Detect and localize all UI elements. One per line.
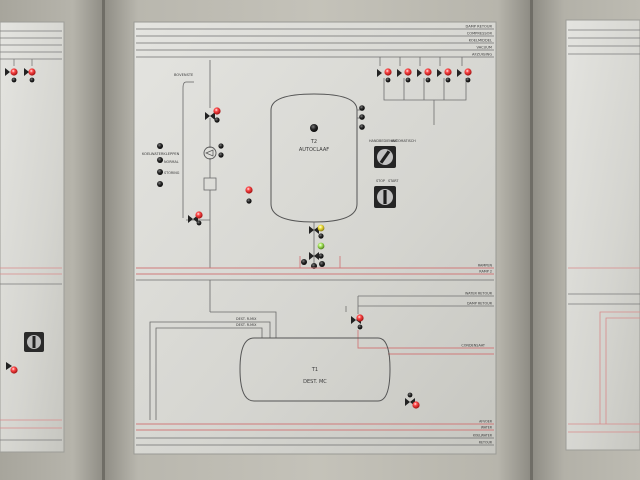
- header-line-label: COMPRESSOR: [467, 32, 493, 36]
- line-label: RAMPEN: [478, 264, 493, 268]
- left-mimic-panel: [0, 21, 65, 453]
- valve-symbol-icon: [309, 226, 319, 234]
- line-label: RAMP 2: [479, 270, 492, 274]
- black-push-button[interactable]: [157, 181, 163, 187]
- red-indicator-lamp: [444, 68, 452, 76]
- tank-name: T1: [311, 367, 318, 373]
- black-push-button[interactable]: [218, 152, 224, 158]
- distillate-tank: T1 DEST. MC: [239, 337, 391, 402]
- black-push-button[interactable]: [157, 143, 163, 149]
- line-label: WATER: [481, 426, 493, 430]
- red-indicator-lamp: [404, 68, 412, 76]
- valve-symbol-icon: [6, 362, 12, 370]
- red-indicator-lamp: [464, 68, 472, 76]
- red-indicator-lamp: [28, 68, 36, 76]
- black-push-button[interactable]: [359, 114, 365, 120]
- start-stop-selector-switch[interactable]: [374, 186, 396, 208]
- red-indicator-lamp: [10, 68, 18, 76]
- black-push-button[interactable]: [310, 124, 318, 132]
- right-mimic-panel: [565, 19, 640, 451]
- switch-label: STOP: [376, 179, 385, 183]
- red-indicator-lamp: [356, 314, 364, 322]
- header-line-label: VACUUM: [477, 46, 493, 50]
- black-push-button[interactable]: [301, 259, 307, 265]
- green-indicator-lamp: [317, 242, 325, 250]
- line-label: WATER RETOUR: [465, 292, 493, 296]
- manual-auto-selector-switch[interactable]: [374, 146, 396, 168]
- header-line-label: DAMP RETOUR: [466, 25, 493, 29]
- tank-name: T2: [310, 139, 317, 145]
- black-push-button[interactable]: [319, 261, 325, 267]
- valve-symbol-icon: [309, 252, 319, 260]
- black-push-button[interactable]: [359, 105, 365, 111]
- cooling-row-label: NORMAL: [164, 160, 179, 164]
- black-push-button[interactable]: [359, 124, 365, 130]
- black-push-button[interactable]: [311, 263, 317, 269]
- black-push-button[interactable]: [246, 198, 252, 204]
- black-push-button[interactable]: [214, 117, 220, 123]
- red-indicator-lamp: [245, 186, 253, 194]
- cabinet-seam: [102, 0, 105, 480]
- tank-label: AUTOCLAAF: [299, 147, 329, 153]
- line-label: KOELWATER: [473, 434, 493, 438]
- line-label: RETOUR: [479, 441, 493, 445]
- red-indicator-lamp: [412, 401, 420, 409]
- red-indicator-lamp: [384, 68, 392, 76]
- valve-symbol-icon: [405, 398, 415, 406]
- cooling-title: KOELWATERKLEPPEN: [142, 152, 180, 156]
- red-indicator-lamp: [213, 107, 221, 115]
- line-label: AFVOER: [479, 420, 493, 424]
- black-push-button[interactable]: [218, 143, 224, 149]
- red-indicator-lamp: [195, 211, 203, 219]
- instrument-label: BOVENSTE: [174, 73, 194, 77]
- red-indicator-lamp: [424, 68, 432, 76]
- line-label: DEST. R-MIX: [236, 323, 257, 327]
- valve-symbol-icon: [188, 215, 198, 223]
- tank-label: DEST. MC: [303, 379, 327, 385]
- line-label: CONDENSAAT: [461, 344, 486, 348]
- black-push-button[interactable]: [157, 169, 163, 175]
- pump-symbol-icon: [203, 146, 217, 160]
- black-push-button[interactable]: [157, 157, 163, 163]
- valve-symbol-icon: [5, 68, 29, 76]
- switch-label: START: [388, 179, 399, 183]
- line-label: DAMP RETOUR: [467, 302, 493, 306]
- red-indicator-lamp: [10, 366, 18, 374]
- center-mimic-panel: DAMP RETOUR COMPRESSOR KOELMIDDEL VACUUM…: [133, 21, 497, 455]
- top-right-lamp-row: [377, 68, 472, 83]
- switch-label: HANDBEDIENING: [369, 139, 398, 143]
- cabinet-seam: [530, 0, 533, 480]
- cooling-row-label: STORING: [164, 171, 180, 175]
- header-line-label: KOELMIDDEL: [469, 39, 492, 43]
- switch-label: AUTOMATISCH: [391, 139, 416, 143]
- autoclave-tank: T2 AUTOCLAAF: [270, 93, 358, 223]
- valve-symbol-icon: [205, 112, 215, 120]
- yellow-indicator-lamp: [317, 224, 325, 232]
- line-label: DEST. R-MIX: [236, 317, 257, 321]
- header-line-label: AFZUIGING: [472, 53, 492, 57]
